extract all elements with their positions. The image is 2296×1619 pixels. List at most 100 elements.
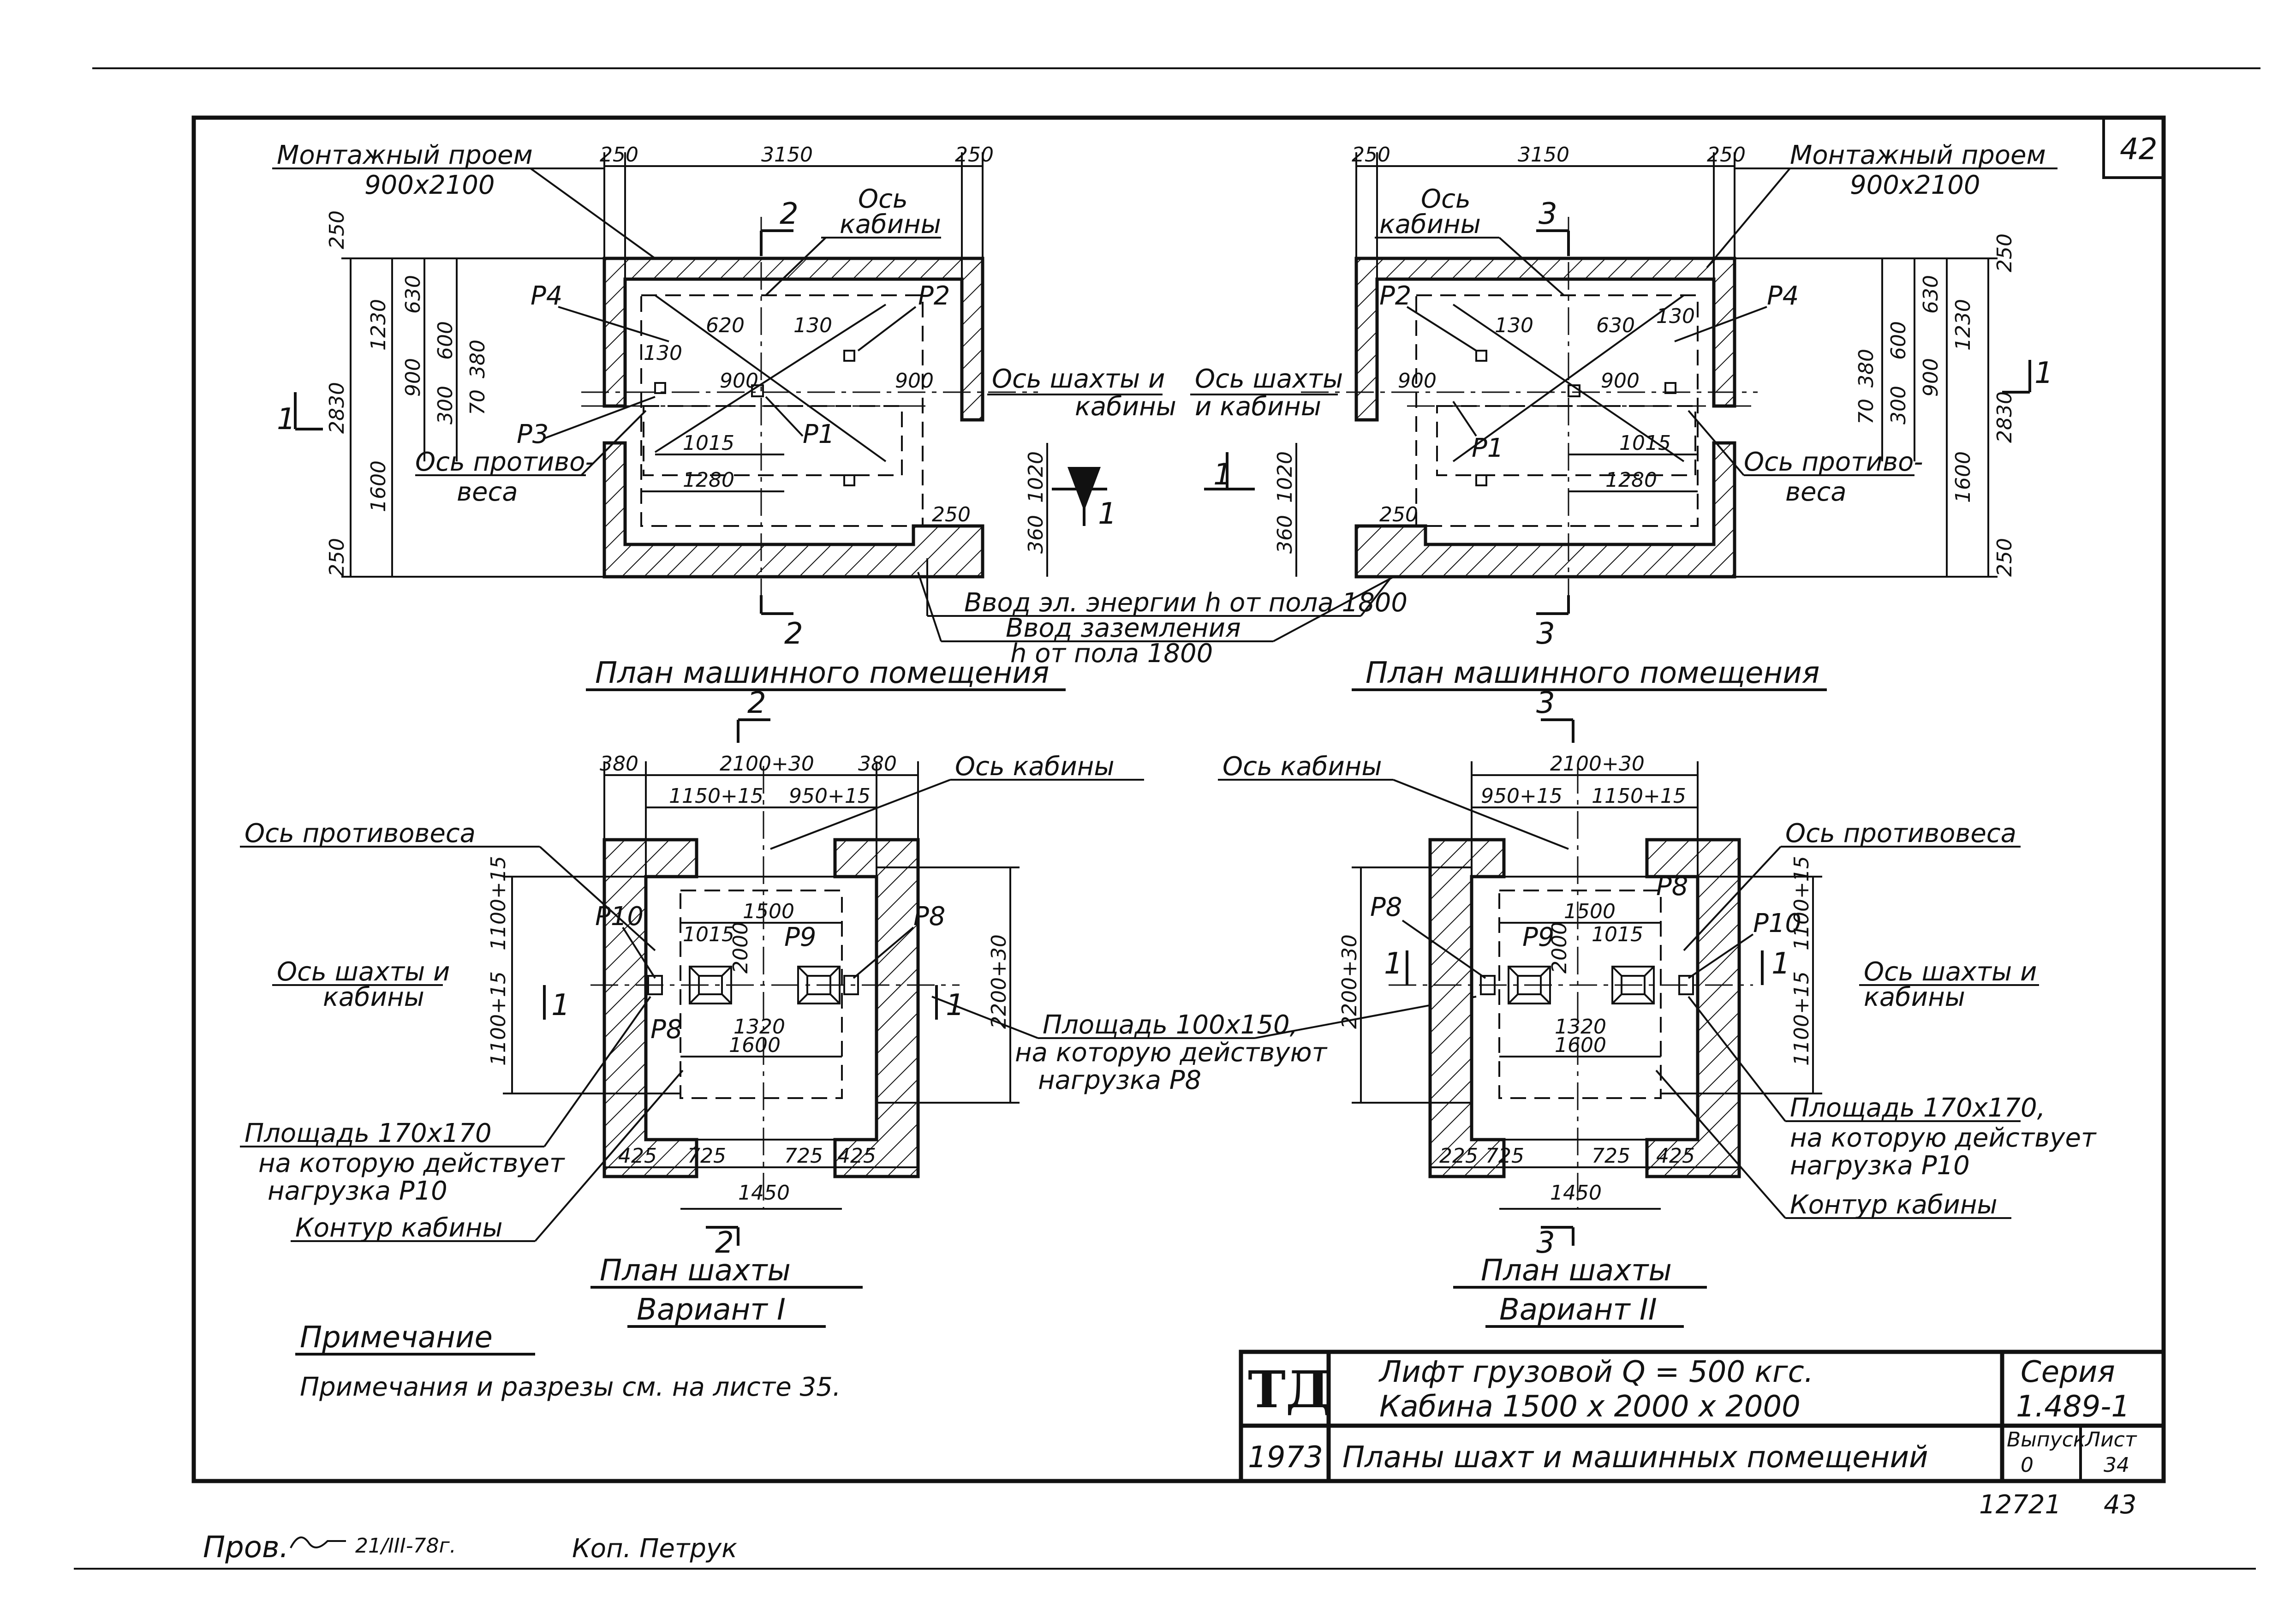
shaft-left-shaft-axis-2: кабины — [323, 982, 424, 1012]
mr-left-load-p4: P4 — [531, 281, 562, 311]
diag — [1452, 304, 1685, 462]
shaft-right-section-left: 1 — [1384, 947, 1403, 981]
load-point — [1568, 384, 1580, 397]
mr-right-dim-3150: 3150 — [1518, 143, 1569, 167]
leader — [770, 779, 951, 850]
mr-right-side-1230: 1230 — [1951, 299, 1975, 351]
tb-issue-value: 0 — [2021, 1453, 2034, 1477]
power-notes: Ввод эл. энергии h от пола 1800 Ввод заз… — [917, 558, 1407, 669]
shaft-left-side-1100a: 1100+15 — [487, 856, 510, 950]
mr-left-dim-600: 600 — [434, 321, 457, 360]
mr-right-section-side: 1 — [1213, 458, 1232, 492]
footer: 12721 43 Пров. 21/III-78г. Коп. Петрук — [203, 1490, 2136, 1565]
mr-right-cabin-axis-1: Ось — [1421, 184, 1471, 214]
shaft-right-section-top: 3 — [1536, 686, 1555, 720]
ground-height-note: h от пола 1800 — [1010, 639, 1213, 669]
load-point — [1664, 382, 1676, 394]
tb-title-1: Лифт грузовой Q = 500 кгс. — [1378, 1355, 1813, 1389]
shaft-left-side-2200: 2200+30 — [987, 934, 1011, 1029]
mr-right-dim-70: 70 — [1855, 399, 1878, 424]
mr-left-dim-3150: 3150 — [761, 143, 813, 167]
mr-left-dim-250c: 250 — [932, 503, 971, 526]
leader — [1393, 779, 1569, 850]
shaft-right-dim-1320: 1320 — [1555, 1015, 1606, 1039]
leader — [580, 410, 647, 476]
mr-right-cw-axis-2: веса — [1785, 477, 1847, 507]
mr-right-cabin-contour — [1415, 294, 1699, 527]
mr-right-section-1: 1 — [2034, 356, 2053, 390]
shaft-left-area-1: Площадь 170х170 — [245, 1118, 492, 1148]
leader — [558, 306, 669, 342]
mr-left-side-250a: 250 — [325, 210, 349, 249]
mr-left-dim-900b: 900 — [720, 369, 758, 393]
sheet-number: 42 — [2120, 132, 2157, 167]
mr-right-load-p4: P4 — [1767, 281, 1799, 311]
mr-right-dim-1280: 1280 — [1605, 468, 1657, 492]
leader — [1683, 846, 1782, 951]
mr-left-opening-note: Монтажный проем — [277, 140, 533, 170]
mr-left-side-1230: 1230 — [367, 299, 390, 351]
leader — [543, 996, 651, 1147]
leader — [539, 846, 656, 951]
shaft-right-dim-950: 950+15 — [1481, 784, 1562, 808]
shaft-left-load-p8b: P8 — [650, 1015, 682, 1045]
mr-left-dim-70: 70 — [466, 389, 489, 415]
shaft-plan-right: 2100+30 950+15 1150+15 2200+30 1100+15 1… — [1218, 686, 2097, 1328]
shaft-left-bot-725a: 725 — [687, 1144, 726, 1168]
mr-left-load-p2 — [843, 350, 855, 362]
shaft-left-p10-pad — [647, 975, 663, 995]
shaft-left-cw-axis-note: Ось противовеса — [245, 818, 476, 848]
mr-left-title: План машинного помещения — [595, 656, 1049, 690]
shaft-right-cabin-axis-note: Ось кабины — [1223, 752, 1382, 782]
title-block: ТД 1973 Лифт грузовой Q = 500 кгс. Кабин… — [1239, 1350, 2166, 1483]
shaft-right-dim-1150: 1150+15 — [1592, 784, 1686, 808]
leader — [1401, 920, 1486, 979]
area-note-line-2: на которую действуют — [1015, 1038, 1328, 1068]
mr-left-cw-axis-2: веса — [457, 477, 518, 507]
mr-left-dim-1020: 1020 — [1024, 451, 1048, 503]
shaft-left-bot-725b: 725 — [784, 1144, 823, 1168]
shaft-right-p8-pad — [1480, 975, 1496, 995]
mr-left-side-2830: 2830 — [325, 382, 349, 434]
mr-left-cw-axis-1: Ось противо- — [415, 447, 595, 477]
mr-right-load-p1: P1 — [1472, 433, 1503, 463]
shaft-right-bot-1450: 1450 — [1550, 1181, 1602, 1205]
ground-note: Ввод заземления — [1006, 613, 1241, 643]
note-heading: Примечание — [300, 1320, 493, 1355]
leader — [534, 1069, 684, 1242]
shaft-left-side-1100b: 1100+15 — [487, 971, 510, 1066]
leader — [765, 396, 804, 437]
mr-right-dim-1020: 1020 — [1273, 451, 1297, 503]
mr-right-dim-130a: 130 — [1495, 314, 1533, 337]
shaft-left-dim-2000: 2000 — [729, 922, 752, 974]
area-note-line-3: нагрузка P8 — [1038, 1065, 1201, 1095]
shaft-left-cabin-axis-note: Ось кабины — [955, 752, 1115, 782]
mr-left-dim-620: 620 — [706, 314, 745, 337]
machine-room-right: 250 3150 250 250 1230 2830 1600 250 630 … — [1190, 140, 2057, 691]
shaft-right-cabin-contour — [1498, 890, 1662, 1099]
footer-number: 12721 — [1979, 1490, 2061, 1520]
shaft-right-buffer-cw — [1508, 966, 1551, 1004]
mr-left-section-side: 1 — [1098, 497, 1117, 531]
mr-right-section-bottom: 3 — [1536, 617, 1555, 651]
leader — [1688, 410, 1745, 476]
shaft-left-inner — [645, 876, 877, 1141]
power-note: Ввод эл. энергии h от пола 1800 — [964, 588, 1407, 618]
shaft-left-buffer-cabin — [689, 966, 732, 1004]
mr-left-dim-900: 900 — [401, 358, 425, 397]
mr-left-cabin-axis-2: кабины — [840, 209, 941, 239]
shaft-right-area-1: Площадь 170х170, — [1790, 1093, 2045, 1123]
mr-right-dim-900c: 900 — [1601, 369, 1640, 393]
checker-signature — [290, 1536, 346, 1548]
mr-right-dim-630: 630 — [1919, 275, 1943, 314]
mr-left-dim-380: 380 — [466, 340, 489, 378]
footer-copy: Коп. Петрук — [572, 1534, 737, 1564]
shaft-left-section-left: 1 — [551, 988, 570, 1022]
shaft-left-bot-425a: 425 — [618, 1144, 657, 1168]
mr-right-dim-900: 900 — [1919, 358, 1943, 397]
mr-right-dim-130b: 130 — [1656, 305, 1695, 328]
title-block-frame — [1239, 1350, 2166, 1483]
shaft-right-cw-axis-note: Ось противовеса — [1785, 818, 2016, 848]
load-point — [1475, 350, 1487, 362]
